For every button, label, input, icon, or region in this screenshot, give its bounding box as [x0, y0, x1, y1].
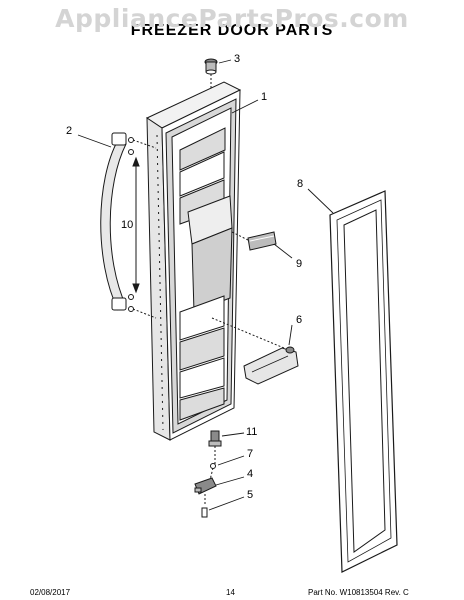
door-handle — [100, 132, 157, 319]
leader-lines — [77, 59, 334, 511]
callout-5: 5 — [247, 489, 254, 501]
hinge-pin — [204, 58, 218, 88]
watermark: AppliancePartsPros.com — [55, 4, 409, 33]
footer-page-number: 14 — [226, 588, 235, 597]
callout-3: 3 — [234, 53, 241, 65]
callout-6: 6 — [296, 314, 303, 326]
lower-hinge-assembly — [194, 430, 222, 518]
callout-7: 7 — [247, 448, 254, 460]
footer-part-number: Part No. W10813504 Rev. C — [308, 588, 409, 597]
callout-10: 10 — [121, 219, 134, 231]
page-title: FREEZER DOOR PARTS — [130, 22, 334, 39]
handle-end-cap — [211, 317, 299, 385]
callout-9: 9 — [296, 258, 303, 270]
freezer-door — [145, 81, 242, 441]
callout-1: 1 — [261, 91, 268, 103]
footer-date: 02/08/2017 — [30, 588, 71, 597]
door-gasket — [329, 190, 398, 573]
spacer-strip — [231, 231, 277, 251]
callout-2: 2 — [66, 125, 73, 137]
callout-4: 4 — [247, 468, 254, 480]
callout-8: 8 — [297, 178, 304, 190]
callout-11: 11 — [246, 426, 258, 438]
